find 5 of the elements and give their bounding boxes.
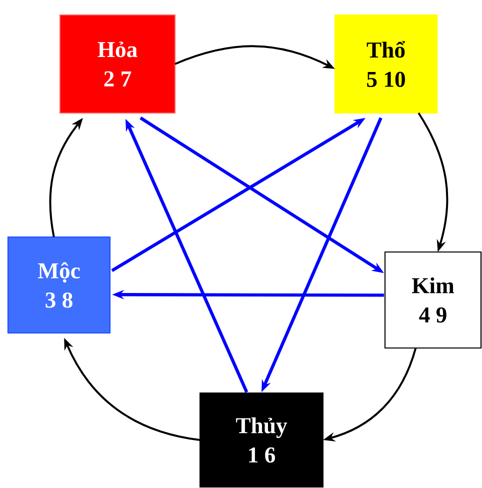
element-box: Thổ 5 10 <box>334 14 438 114</box>
element-box: Thủy 1 6 <box>200 392 324 488</box>
element-box: Mộc 3 8 <box>7 236 111 334</box>
element-box: Hỏa 2 7 <box>60 14 176 114</box>
element-box: Kim 4 9 <box>384 251 482 349</box>
